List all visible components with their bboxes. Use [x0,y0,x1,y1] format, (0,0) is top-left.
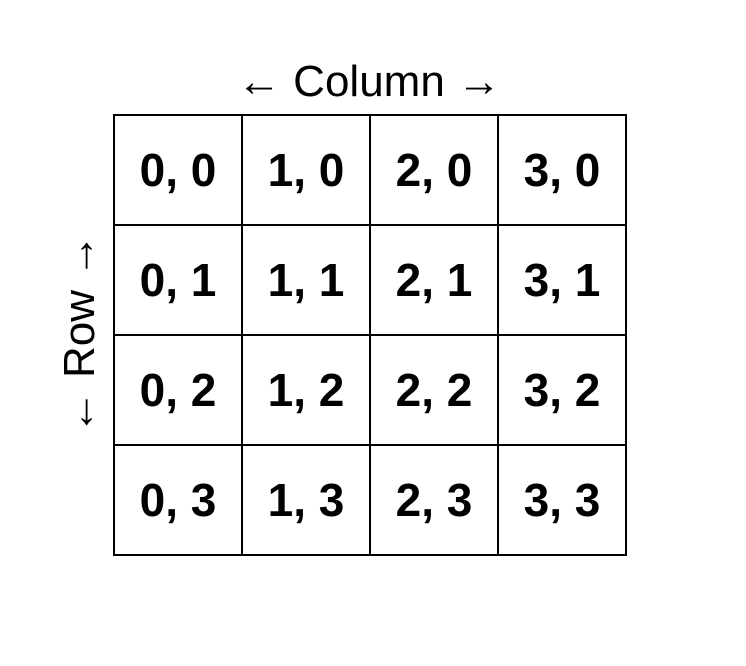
row-axis-label: ← Row → [55,233,104,435]
grid-cell: 3, 0 [499,116,627,226]
grid-cell: 2, 2 [371,336,499,446]
grid-cell: 1, 0 [243,116,371,226]
grid-cell: 2, 1 [371,226,499,336]
grid-cell: 2, 3 [371,446,499,556]
grid-cell: 1, 2 [243,336,371,446]
grid-cell: 3, 1 [499,226,627,336]
grid-cell: 2, 0 [371,116,499,226]
grid-cell: 3, 2 [499,336,627,446]
grid-cell: 1, 1 [243,226,371,336]
coordinate-grid: 0, 0 1, 0 2, 0 3, 0 0, 1 1, 1 2, 1 3, 1 … [113,114,627,556]
grid-cell: 0, 2 [115,336,243,446]
grid-cell: 3, 3 [499,446,627,556]
grid-cell: 1, 3 [243,446,371,556]
grid-cell: 0, 1 [115,226,243,336]
column-axis-label: ← Column → [236,57,502,106]
grid-cell: 0, 0 [115,116,243,226]
grid-cell: 0, 3 [115,446,243,556]
